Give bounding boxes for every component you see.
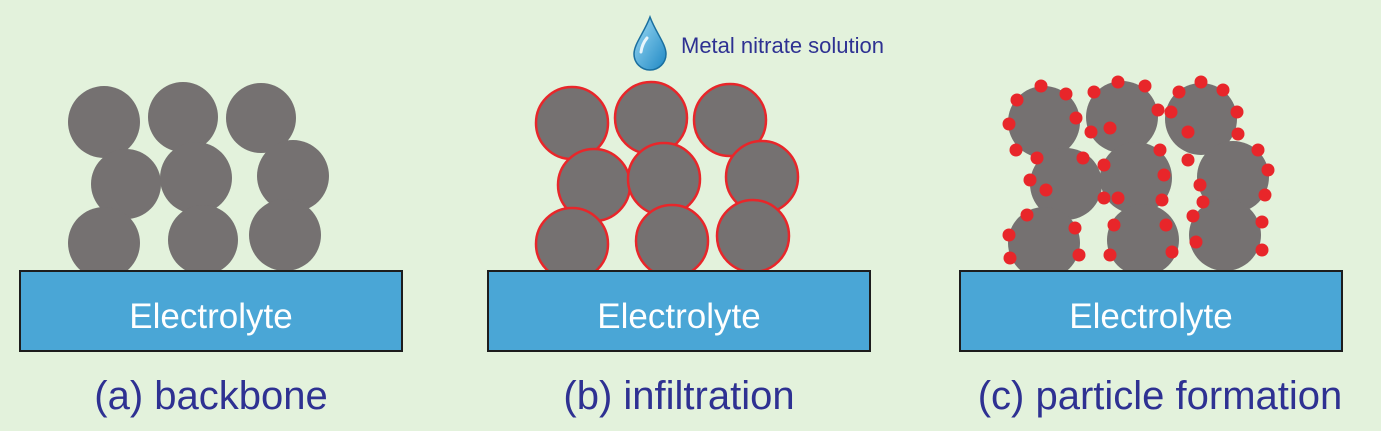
metal-nanoparticle: [1010, 93, 1024, 107]
coated-particle: [634, 203, 710, 279]
backbone-particle: [1086, 81, 1158, 153]
water-drop-highlight: [639, 36, 649, 54]
metal-nanoparticle: [1111, 75, 1125, 89]
metal-nanoparticle: [1076, 151, 1090, 165]
metal-nanoparticle: [1107, 218, 1121, 232]
coated-particle: [715, 198, 791, 274]
metal-nanoparticle: [1189, 235, 1203, 249]
metal-nanoparticle: [1196, 195, 1210, 209]
electrolyte-layer: [19, 270, 403, 352]
backbone-particle: [68, 86, 140, 158]
metal-nanoparticle: [1157, 168, 1171, 182]
metal-nanoparticle: [1258, 188, 1272, 202]
backbone-particle: [257, 140, 329, 212]
metal-nanoparticle: [1103, 248, 1117, 262]
panel-c-particle-formation: Electrolyte: [959, 75, 1343, 352]
metal-nanoparticle: [1164, 105, 1178, 119]
metal-nanoparticle: [1255, 243, 1269, 257]
coated-particle: [613, 80, 689, 156]
backbone-particle: [1107, 204, 1179, 276]
backbone-particle: [1008, 86, 1080, 158]
panel-b-infiltration: Electrolyte: [487, 14, 871, 352]
metal-nanoparticle: [1216, 83, 1230, 97]
metal-nanoparticle: [1030, 151, 1044, 165]
electrolyte-layer: [959, 270, 1343, 352]
electrolyte-label: Electrolyte: [597, 297, 760, 336]
metal-nanoparticle: [1261, 163, 1275, 177]
metal-nanoparticle: [1111, 191, 1125, 205]
metal-nanoparticle: [1230, 105, 1244, 119]
caption-particle-formation: (c) particle formation: [977, 374, 1343, 418]
metal-nanoparticle: [1039, 183, 1053, 197]
metal-nanoparticle: [1172, 85, 1186, 99]
metal-nanoparticle: [1072, 248, 1086, 262]
metal-nanoparticle: [1069, 111, 1083, 125]
metal-nanoparticles: [1002, 75, 1275, 265]
caption-infiltration: (b) infiltration: [563, 374, 795, 418]
metal-nanoparticle: [1068, 221, 1082, 235]
metal-nanoparticle: [1155, 193, 1169, 207]
metal-nanoparticle: [1153, 143, 1167, 157]
backbone-particle: [148, 82, 218, 152]
water-drop-icon: [633, 14, 667, 71]
metal-nanoparticle: [1023, 173, 1037, 187]
metal-nanoparticle: [1084, 125, 1098, 139]
metal-nanoparticle: [1231, 127, 1245, 141]
panel-a-backbone: Electrolyte: [19, 82, 403, 352]
solution-label: Metal nitrate solution: [681, 33, 884, 58]
metal-nanoparticle: [1255, 215, 1269, 229]
metal-nanoparticle: [1194, 75, 1208, 89]
metal-nanoparticle: [1181, 125, 1195, 139]
electrolyte-layer: [487, 270, 871, 352]
metal-nanoparticle: [1034, 79, 1048, 93]
metal-nanoparticle: [1186, 209, 1200, 223]
backbone-particle: [1030, 148, 1102, 220]
electrolyte-label: Electrolyte: [129, 297, 292, 336]
metal-nanoparticle: [1251, 143, 1265, 157]
metal-nanoparticle: [1138, 79, 1152, 93]
metal-nanoparticle: [1059, 87, 1073, 101]
metal-nanoparticle: [1002, 228, 1016, 242]
backbone-particle: [249, 199, 321, 271]
metal-nanoparticle: [1020, 208, 1034, 222]
caption-backbone: (a) backbone: [94, 374, 328, 418]
metal-nanoparticle: [1003, 251, 1017, 265]
electrolyte-label: Electrolyte: [1069, 297, 1232, 336]
metal-nanoparticle: [1097, 191, 1111, 205]
coated-particle: [692, 82, 768, 158]
backbone-particle: [1197, 141, 1269, 213]
metal-nanoparticle: [1151, 103, 1165, 117]
metal-nanoparticle: [1009, 143, 1023, 157]
metal-nanoparticle: [1193, 178, 1207, 192]
metal-nanoparticle: [1181, 153, 1195, 167]
coated-particle: [534, 206, 610, 282]
backbone-particle: [68, 207, 140, 279]
coated-particle: [626, 141, 702, 217]
backbone-particle: [1008, 207, 1080, 279]
backbone-particle: [1189, 199, 1261, 271]
backbone-particle: [1165, 83, 1237, 155]
backbone-particle: [226, 83, 296, 153]
backbone-particle: [168, 205, 238, 275]
metal-nanoparticle: [1087, 85, 1101, 99]
backbone-particle: [91, 149, 161, 219]
metal-nanoparticle: [1159, 218, 1173, 232]
metal-nanoparticle: [1002, 117, 1016, 131]
metal-nanoparticle: [1097, 158, 1111, 172]
metal-nanoparticle: [1103, 121, 1117, 135]
metal-nanoparticle: [1165, 245, 1179, 259]
backbone-particle: [160, 142, 232, 214]
